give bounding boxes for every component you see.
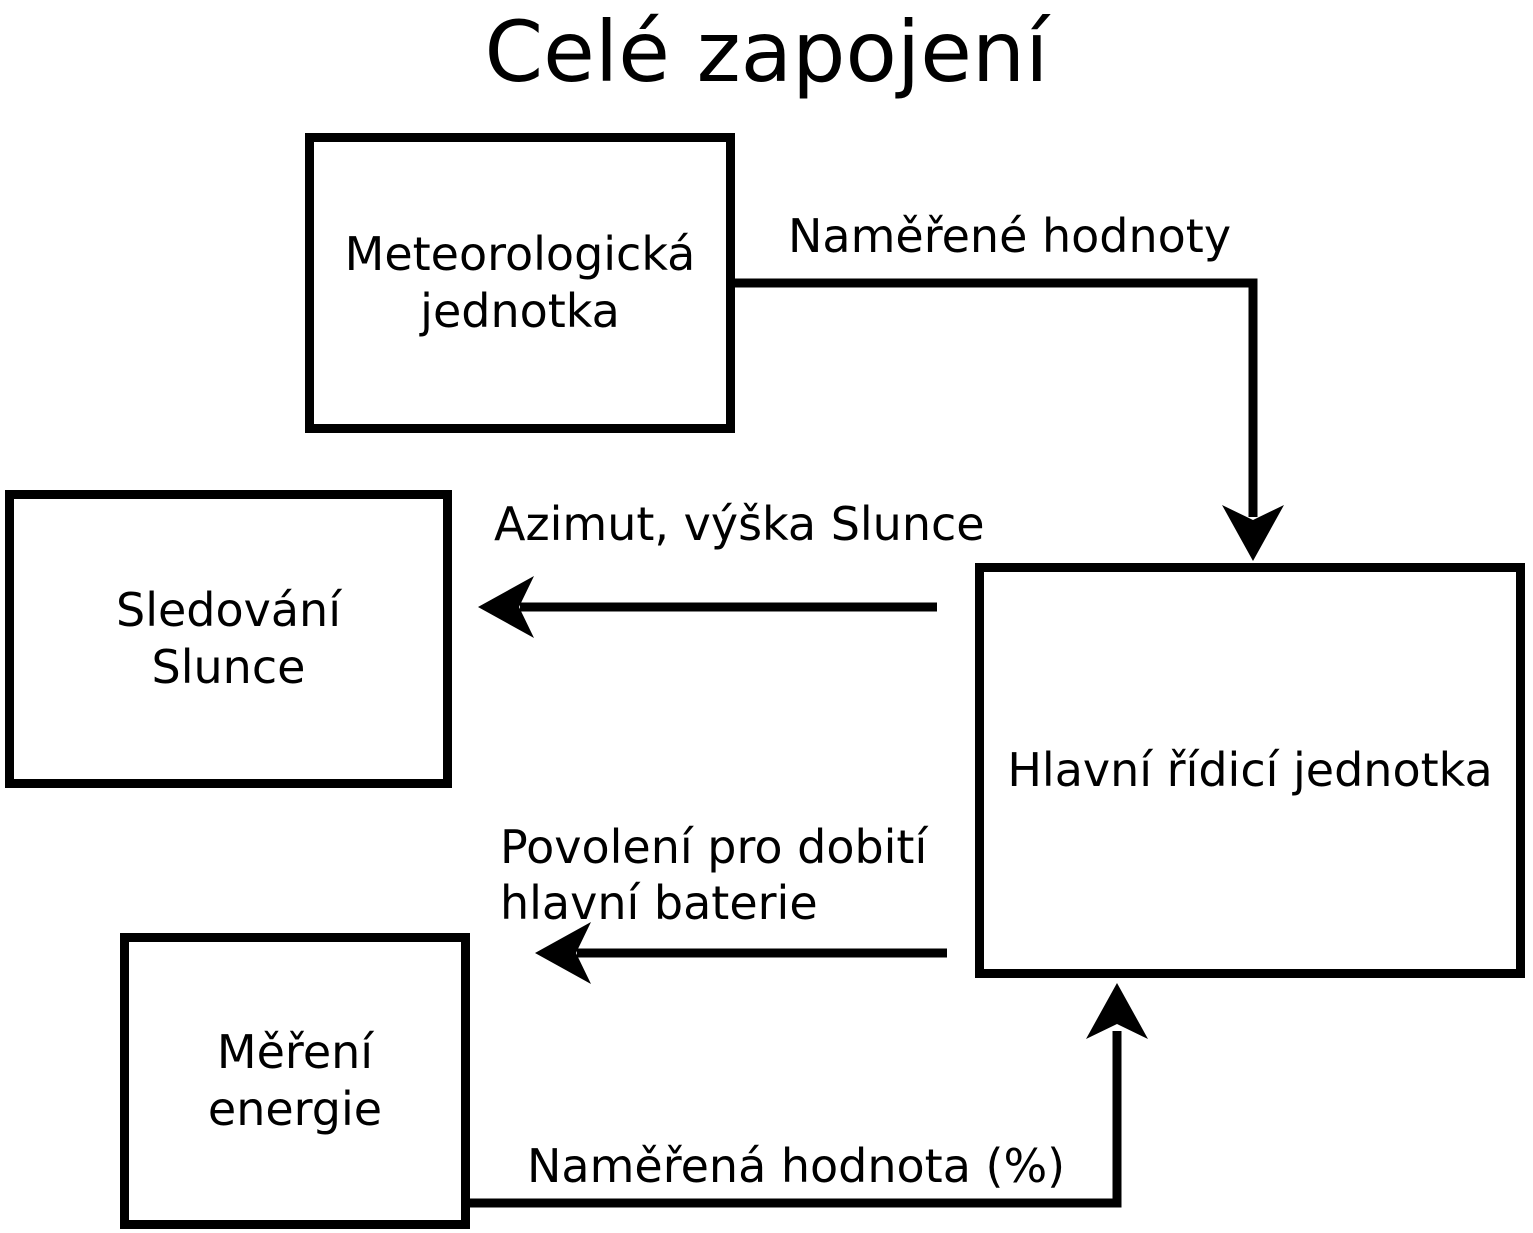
edge-main-to-sun-arrowhead-left-icon xyxy=(478,576,534,638)
node-sun-tracking-label: Sledování Slunce xyxy=(116,582,341,695)
node-main-control-unit: Hlavní řídicí jednotka xyxy=(975,563,1525,978)
edge-meteo-to-main-arrowhead-down-icon xyxy=(1222,505,1284,561)
edge-meteo-to-main-line xyxy=(735,278,1258,517)
node-main-control-unit-label: Hlavní řídicí jednotka xyxy=(1007,742,1493,797)
edge-main-to-battery xyxy=(535,922,947,984)
node-energy-measurement-label: Měření energie xyxy=(207,1024,383,1137)
edge-main-to-battery-arrowhead-left-icon xyxy=(535,922,591,984)
node-energy-measurement: Měření energie xyxy=(120,933,470,1229)
edge-main-to-sun xyxy=(478,576,937,638)
edge-label-azimuth-sun-height: Azimut, výška Slunce xyxy=(494,497,985,551)
node-meteorological-unit-label: Meteorologická jednotka xyxy=(344,226,696,339)
node-meteorological-unit: Meteorologická jednotka xyxy=(305,133,735,433)
node-sun-tracking: Sledování Slunce xyxy=(5,490,452,788)
edge-label-measured-value-percent: Naměřená hodnota (%) xyxy=(527,1139,1066,1193)
diagram-title: Celé zapojení xyxy=(484,3,1049,101)
edge-label-measured-values: Naměřené hodnoty xyxy=(788,209,1232,263)
edge-energy-to-main-arrowhead-up-icon xyxy=(1086,983,1148,1039)
edge-label-battery-charge-permission: Povolení pro dobití hlavní baterie xyxy=(500,820,928,931)
